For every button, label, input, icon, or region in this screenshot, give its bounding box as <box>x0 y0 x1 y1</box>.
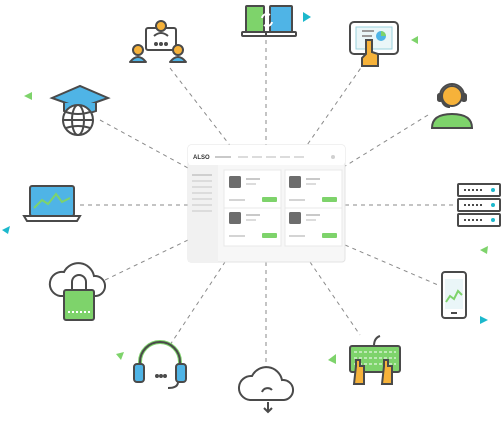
triangle-icon <box>24 92 32 100</box>
triangle-icon <box>480 246 488 254</box>
triangle-icon <box>480 316 488 324</box>
connector-lines <box>80 40 455 368</box>
dashboard-card <box>284 207 343 247</box>
support-agent-icon <box>430 83 474 129</box>
dashboard-brand: ALSO <box>193 155 210 161</box>
server-rack-icon <box>457 183 501 227</box>
device-sync-icon <box>241 5 297 37</box>
triangle-icon <box>116 352 124 360</box>
keyboard-hands-icon <box>349 335 401 385</box>
triangle-icon <box>411 36 418 44</box>
smartphone-chart-icon <box>441 271 467 319</box>
cloud-sync-icon <box>238 366 294 414</box>
accent-triangles <box>2 12 488 364</box>
dashboard-card <box>284 169 343 209</box>
triangle-icon <box>303 12 311 22</box>
dashboard-sidebar <box>188 165 218 262</box>
laptop-chart-icon <box>22 185 82 222</box>
dashboard-card <box>223 207 282 247</box>
cloud-lock-icon <box>48 262 106 321</box>
headset-icon <box>133 340 187 389</box>
tablet-touch-icon <box>349 21 399 67</box>
graduation-globe-icon <box>49 84 111 136</box>
triangle-icon <box>328 354 336 364</box>
dashboard-card <box>223 169 282 209</box>
dashboard-window: ALSO <box>187 144 346 263</box>
meeting-group-icon <box>129 20 187 63</box>
triangle-icon <box>2 226 10 234</box>
